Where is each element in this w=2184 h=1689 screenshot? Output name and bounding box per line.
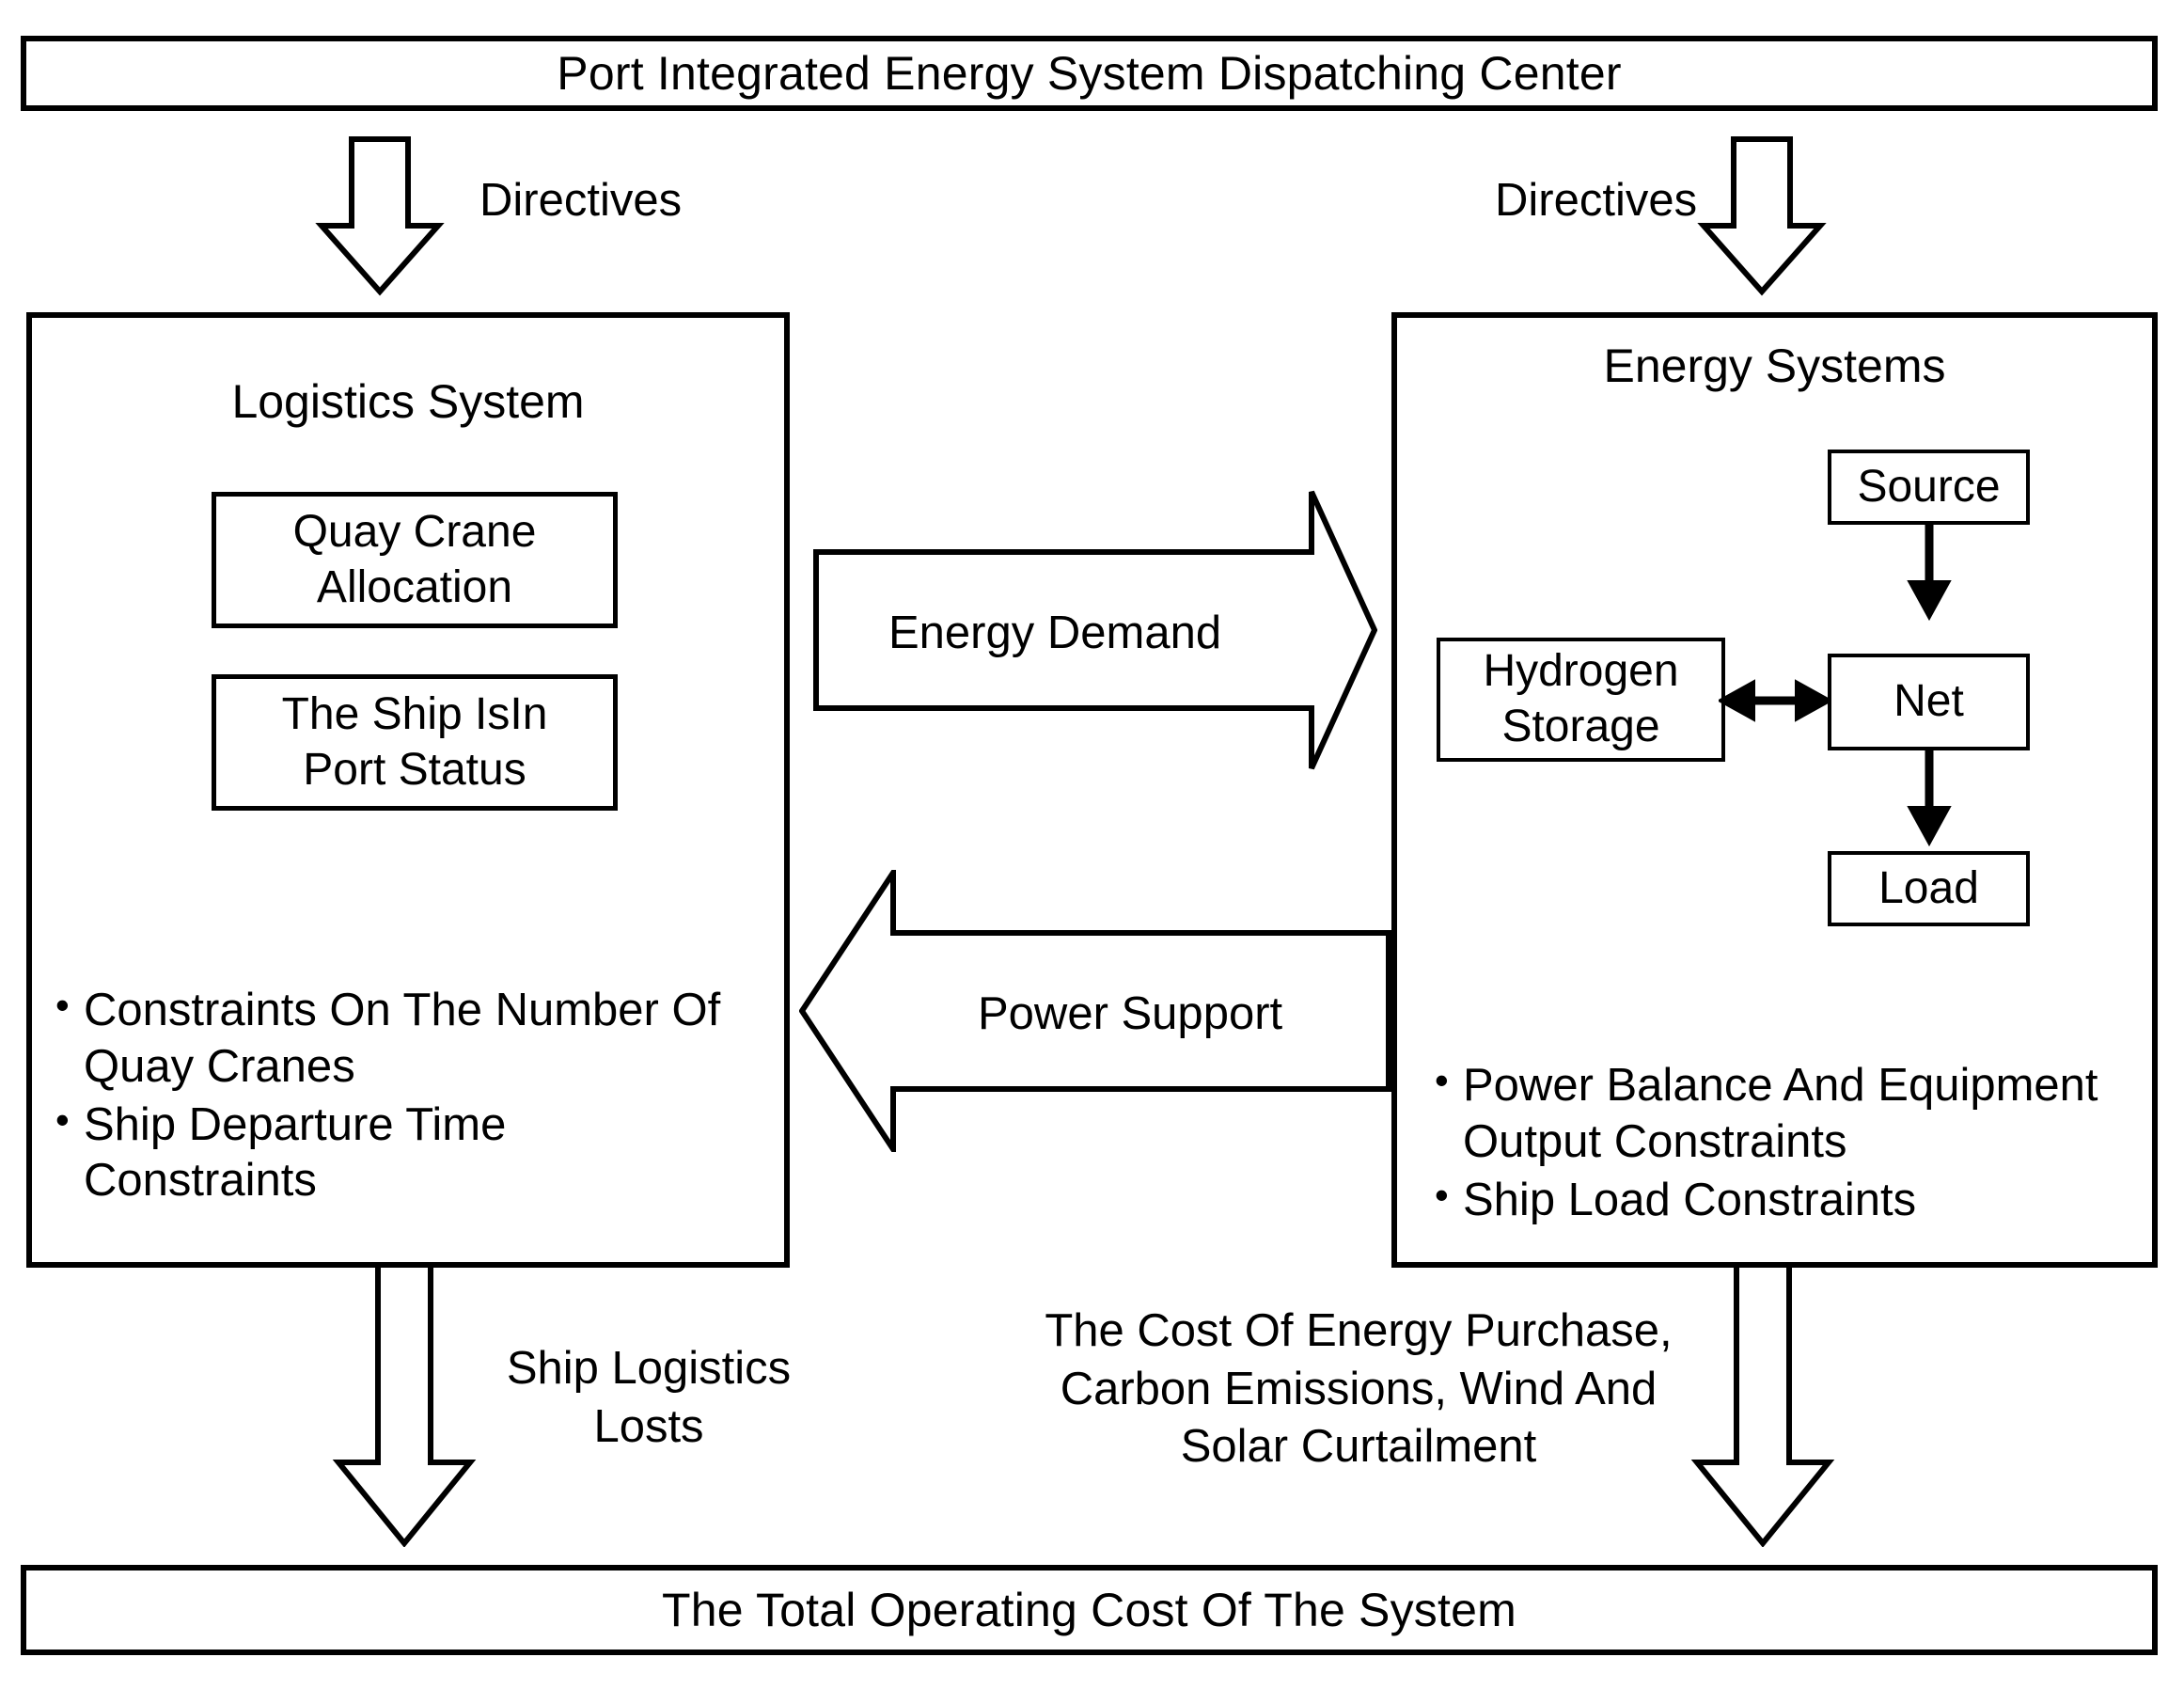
net-label: Net xyxy=(1893,676,1964,727)
source-box: Source xyxy=(1828,450,2030,525)
net-box: Net xyxy=(1828,654,2030,750)
directives-arrow-right xyxy=(1697,136,1827,296)
load-label: Load xyxy=(1878,862,1979,913)
dispatching-center-title: Port Integrated Energy System Dispatchin… xyxy=(557,47,1622,100)
power-support-label: Power Support xyxy=(978,988,1283,1039)
hydrogen-storage-box: Hydrogen Storage xyxy=(1437,638,1725,762)
directives-label-left: Directives xyxy=(479,175,683,226)
directives-label-right: Directives xyxy=(1495,175,1698,226)
logistics-system-title: Logistics System xyxy=(231,375,585,428)
quay-crane-allocation-line2: Allocation xyxy=(316,561,513,612)
source-label: Source xyxy=(1857,461,2001,512)
list-item: Ship Departure Time Constraints xyxy=(52,1096,729,1210)
total-operating-cost-banner: The Total Operating Cost Of The System xyxy=(21,1565,2158,1655)
load-box: Load xyxy=(1828,851,2030,926)
list-item: Constraints On The Number Of Quay Cranes xyxy=(52,981,729,1096)
dispatching-center-banner: Port Integrated Energy System Dispatchin… xyxy=(21,36,2158,111)
directives-arrow-left xyxy=(315,136,445,296)
ship-in-port-status-box: The Ship IsIn Port Status xyxy=(212,674,618,811)
energy-demand-arrow xyxy=(813,490,1377,770)
power-support-arrow xyxy=(799,870,1391,1152)
ship-logistics-losts-label: Ship Logistics Losts xyxy=(506,1343,792,1452)
hydrogen-storage-line2: Storage xyxy=(1501,702,1660,751)
ship-logistics-losts-arrow xyxy=(332,1265,477,1547)
quay-crane-allocation-line1: Quay Crane xyxy=(292,506,537,557)
ship-in-port-status-line2: Port Status xyxy=(303,744,526,795)
hydrogen-net-bidirectional-arrow xyxy=(1719,679,1831,722)
energy-cost-arrow xyxy=(1690,1265,1835,1547)
hydrogen-storage-line1: Hydrogen xyxy=(1483,646,1679,697)
quay-crane-allocation-box: Quay Crane Allocation xyxy=(212,492,618,628)
ship-in-port-status-line1: The Ship IsIn xyxy=(281,688,548,739)
list-item: Power Balance And Equipment Output Const… xyxy=(1431,1056,2145,1171)
energy-cost-label: The Cost Of Energy Purchase, Carbon Emis… xyxy=(1045,1305,1673,1473)
list-item: Ship Load Constraints xyxy=(1431,1171,2145,1229)
energy-systems-title: Energy Systems xyxy=(1603,339,1946,392)
net-to-load-arrow xyxy=(1907,749,1952,847)
energy-constraints-list: Power Balance And Equipment Output Const… xyxy=(1431,1056,2145,1230)
energy-demand-label: Energy Demand xyxy=(888,608,1222,658)
source-to-net-arrow xyxy=(1907,523,1952,622)
total-operating-cost-title: The Total Operating Cost Of The System xyxy=(662,1584,1516,1636)
logistics-constraints-list: Constraints On The Number Of Quay Cranes… xyxy=(52,981,729,1211)
